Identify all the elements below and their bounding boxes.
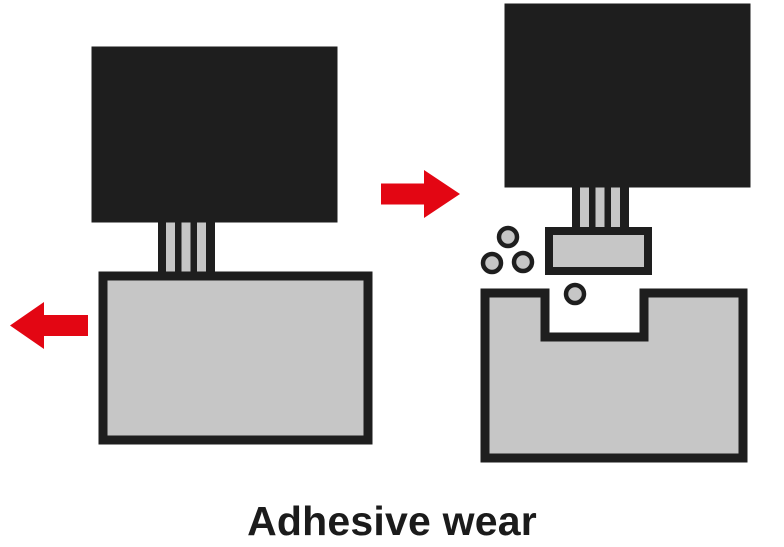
adhesive-junction	[158, 216, 215, 280]
wear-debris-particle	[511, 250, 535, 274]
process-transition-arrow-shape	[381, 170, 460, 218]
wear-debris-cluster	[480, 225, 587, 306]
upper-slider-block	[504, 3, 751, 188]
sliding-direction-arrow-shape	[10, 302, 88, 349]
junction-stripe-2	[595, 182, 605, 237]
wear-debris-particle	[480, 251, 504, 275]
junction-stripe-3	[197, 216, 206, 280]
junction-stripe-2	[181, 216, 191, 280]
wear-debris-particle	[496, 225, 520, 249]
lower-substrate-block	[98, 271, 373, 445]
lower-substrate-block	[480, 288, 748, 463]
transferred-material-fragment	[545, 227, 652, 275]
stage-after	[480, 3, 751, 463]
stage-before	[10, 46, 373, 445]
upper-slider-block	[91, 46, 338, 223]
wear-debris-particle	[563, 282, 587, 306]
sliding-direction-arrow	[10, 302, 88, 349]
process-transition-arrow	[381, 170, 460, 218]
figure-caption: Adhesive wear	[247, 498, 537, 544]
junction-stripe-1	[580, 182, 589, 237]
junction-stripe-3	[611, 182, 620, 237]
junction-stripe-1	[166, 216, 175, 280]
